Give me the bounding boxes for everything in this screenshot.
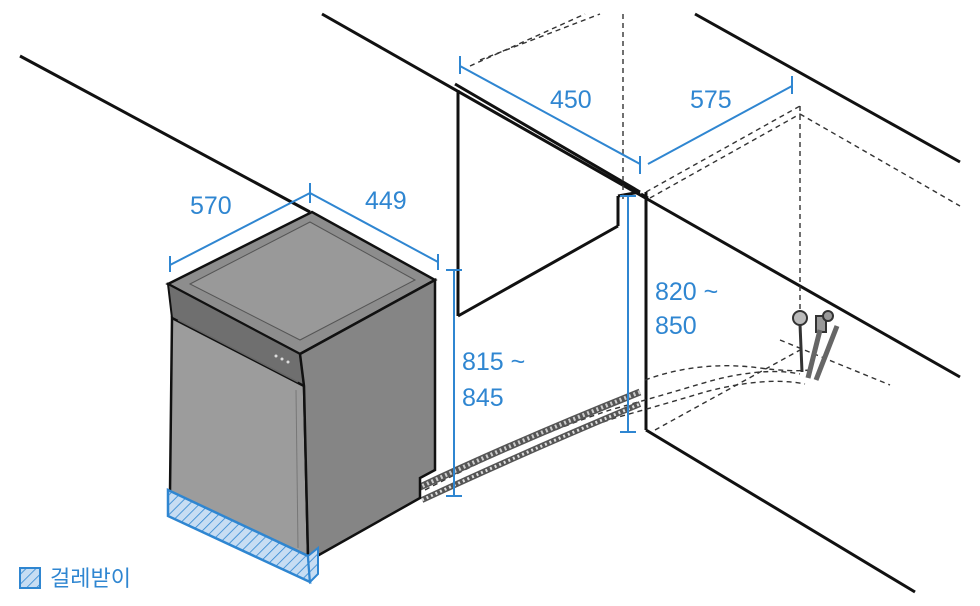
label-opening-width: 450 [550, 86, 592, 114]
drain-hose [416, 388, 642, 503]
dishwasher [165, 210, 438, 585]
label-dishwasher-height-2: 845 [462, 384, 504, 412]
label-dishwasher-height-1: 815 ~ [462, 348, 525, 376]
label-opening-height-2: 850 [655, 312, 697, 340]
legend-label: 걸레받이 [50, 567, 131, 592]
legend-hatch-swatch [19, 567, 41, 589]
dimension-lines [169, 56, 793, 497]
label-dishwasher-width: 449 [365, 187, 407, 215]
label-dishwasher-depth: 570 [190, 192, 232, 220]
label-opening-depth: 575 [690, 86, 732, 114]
water-valve-icon [792, 310, 840, 381]
kitchen-cabinet-outline [19, 12, 961, 594]
label-opening-height-1: 820 ~ [655, 278, 718, 306]
legend: 걸레받이 [19, 567, 131, 592]
